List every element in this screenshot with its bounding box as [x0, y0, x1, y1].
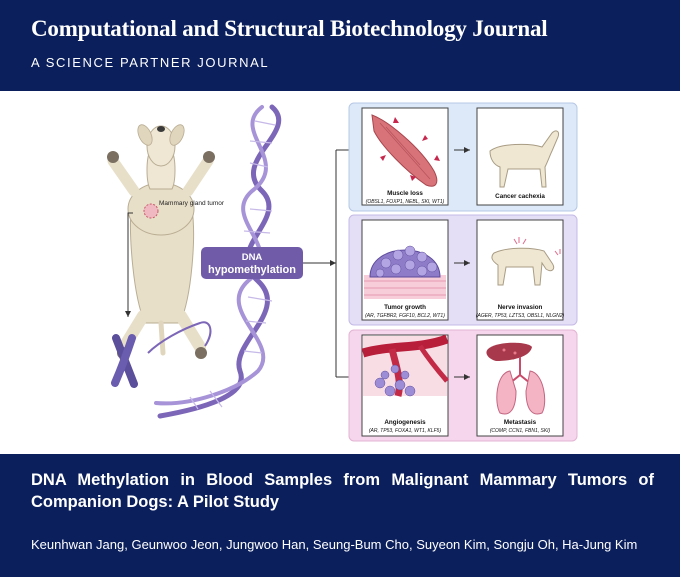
- center-label-line2: hypomethylation: [208, 264, 296, 276]
- graphical-abstract: Mammary gland tumor: [0, 91, 680, 454]
- panel-3-left-genes: (AR, TP53, FOXA1, WT1, KLF5): [369, 428, 442, 434]
- center-label-line1: DNA: [242, 252, 263, 263]
- panel-2-right-genes: (AGER, TP53, LZTS3, OBSL1, NLGN2): [476, 313, 565, 319]
- angiogenesis-icon: [361, 334, 449, 397]
- panel-3-right-title: Metastasis: [504, 419, 537, 426]
- tumor-growth-icon: [364, 245, 446, 299]
- panel-1-left-genes: (OBSL1, FOXP1, NEBL, SKI, WT1): [366, 199, 445, 205]
- panel-1-left-title: Muscle loss: [387, 190, 423, 197]
- chromosome-icon: [111, 321, 212, 388]
- panel-2-left-title: Tumor growth: [384, 304, 426, 311]
- muscle-icon: [371, 114, 440, 187]
- panel-1-right-title: Cancer cachexia: [495, 193, 545, 200]
- tumor-label: Mammary gland tumor: [159, 200, 225, 207]
- dna-hypomethylation-box: [201, 247, 303, 279]
- nerve-invasion-dog-icon: [491, 237, 561, 286]
- journal-title: Computational and Structural Biotechnolo…: [31, 16, 548, 41]
- panel-2-left-genes: (AR, TGFBR2, FGF10, BCL2, WT1): [365, 313, 445, 319]
- author-list: Keunhwan Jang, Geunwoo Jeon, Jungwoo Han…: [31, 537, 638, 552]
- journal-subtitle: A SCIENCE PARTNER JOURNAL: [31, 55, 270, 70]
- panel-2-right-title: Nerve invasion: [498, 304, 543, 311]
- panel-3-right-genes: (COMP, CCN1, FBN1, SKI): [490, 428, 551, 434]
- journal-header: Computational and Structural Biotechnolo…: [0, 0, 680, 91]
- panel-3-left-title: Angiogenesis: [384, 419, 426, 426]
- cachexia-dog-icon: [489, 130, 559, 188]
- arrow-to-chromosome: [125, 212, 133, 317]
- paper-title: DNA Methylation in Blood Samples from Ma…: [31, 471, 654, 511]
- metastasis-organs-icon: [486, 342, 546, 415]
- dog-illustration: [107, 124, 215, 359]
- paper-info: DNA Methylation in Blood Samples from Ma…: [0, 454, 680, 577]
- figure-illustration: Mammary gland tumor: [107, 102, 578, 442]
